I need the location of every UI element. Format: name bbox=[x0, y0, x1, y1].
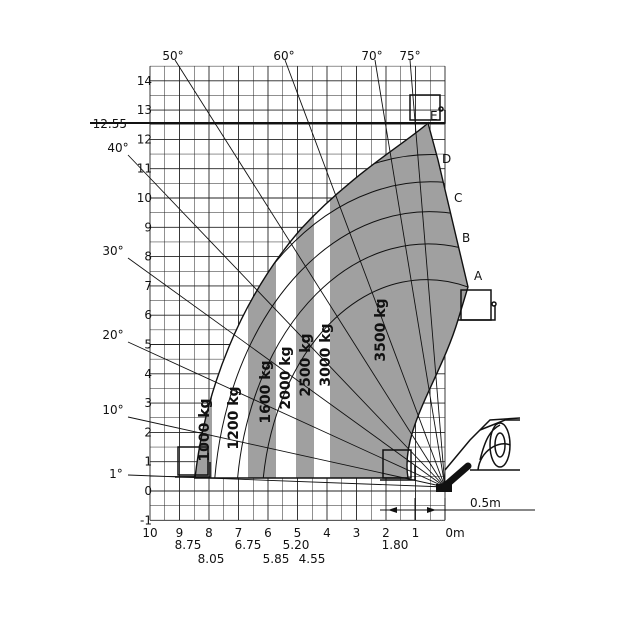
load-zone-label: 1000 kg bbox=[197, 398, 213, 461]
y-tick-label: 1 bbox=[144, 455, 152, 469]
angle-label-left: 30° bbox=[102, 244, 123, 258]
y-tick-label: 2 bbox=[144, 425, 152, 439]
angle-label-top: 60° bbox=[273, 49, 294, 63]
boom-angle-line bbox=[174, 59, 446, 488]
y-tick-label: 10 bbox=[137, 191, 152, 205]
x-sub-label: 1.80 bbox=[382, 538, 409, 552]
vehicle-silhouette bbox=[444, 417, 521, 471]
max-height-label: 12.55 bbox=[93, 117, 127, 131]
y-tick-label: 12 bbox=[137, 132, 152, 146]
y-tick-label: 8 bbox=[144, 250, 152, 264]
load-zone-label: 2000 kg bbox=[278, 346, 294, 409]
x-sub-label: 8.05 bbox=[198, 552, 225, 566]
y-tick-label: 13 bbox=[137, 103, 152, 117]
y-tick-label: 0 bbox=[144, 484, 152, 498]
y-tick-label: 11 bbox=[137, 162, 152, 176]
angle-label-left: 40° bbox=[107, 141, 128, 155]
extension-mark: A bbox=[474, 269, 483, 283]
boom-angle-line bbox=[127, 154, 446, 488]
angle-label-top: 75° bbox=[399, 49, 420, 63]
boom-angle-line bbox=[374, 59, 446, 488]
x-tick-label: 1 bbox=[412, 526, 420, 540]
x-sub-label: 5.20 bbox=[283, 538, 310, 552]
extension-mark: B bbox=[462, 231, 470, 245]
angle-label-top: 50° bbox=[162, 49, 183, 63]
load-zone-label: 1200 kg bbox=[226, 386, 242, 449]
angle-label-left: 10° bbox=[102, 403, 123, 417]
y-tick-label: 9 bbox=[144, 220, 152, 234]
extension-mark: C bbox=[454, 191, 462, 205]
y-tick-label: 3 bbox=[144, 396, 152, 410]
extension-arc bbox=[237, 243, 467, 478]
x-sub-label: 6.75 bbox=[235, 538, 262, 552]
x-tick-label: 2 bbox=[382, 526, 390, 540]
x-tick-label: 8 bbox=[205, 526, 213, 540]
x-tick-label: 3 bbox=[353, 526, 361, 540]
boom-angle-line bbox=[127, 341, 446, 488]
y-tick-label: -1 bbox=[140, 513, 152, 527]
y-tick-label: 7 bbox=[144, 279, 152, 293]
x-axis-labels: 10 9 8 7 6 5 4 3 2 1 0m bbox=[142, 526, 464, 540]
load-zone-label: 2500 kg bbox=[298, 333, 314, 396]
y-tick-label: 4 bbox=[144, 367, 152, 381]
angle-label-top: 70° bbox=[361, 49, 382, 63]
extension-mark: E bbox=[430, 109, 438, 123]
y-tick-label: 14 bbox=[137, 74, 152, 88]
extension-arc bbox=[214, 211, 465, 478]
x-sub-label: 4.55 bbox=[299, 552, 326, 566]
white-stripe bbox=[276, 150, 296, 478]
attachment-icons bbox=[175, 94, 497, 481]
boom-angle-line bbox=[284, 59, 446, 488]
load-zone-label: 1600 kg bbox=[258, 360, 274, 423]
offset-arrow-right bbox=[427, 507, 436, 513]
x-tick-label: 5 bbox=[294, 526, 302, 540]
y-tick-label: 6 bbox=[144, 308, 152, 322]
offset-label: 0.5m bbox=[470, 496, 501, 510]
x-tick-label: 4 bbox=[323, 526, 331, 540]
extension-marks: A B C D E bbox=[430, 109, 483, 283]
boom-angle-line bbox=[127, 257, 446, 488]
load-zone-label: 3000 kg bbox=[318, 323, 334, 386]
boom-pivot-icon bbox=[436, 462, 472, 492]
x-tick-label: 0m bbox=[445, 526, 464, 540]
envelope-outline bbox=[194, 121, 469, 479]
boom-angle-line bbox=[409, 59, 446, 488]
y-tick-label: 5 bbox=[144, 338, 152, 352]
angle-label-left: 1° bbox=[109, 467, 123, 481]
x-tick-label: 9 bbox=[176, 526, 184, 540]
white-stripe bbox=[314, 150, 330, 478]
angle-labels-left: 40° 30° 20° 10° 1° bbox=[102, 141, 128, 481]
load-zone-label: 3500 kg bbox=[373, 298, 389, 361]
boom-angle-line bbox=[127, 416, 446, 488]
x-tick-label: 6 bbox=[264, 526, 272, 540]
x-sub-label: 8.75 bbox=[175, 538, 202, 552]
x-tick-label: 7 bbox=[235, 526, 243, 540]
angle-labels-top: 50° 60° 70° 75° bbox=[162, 49, 420, 63]
offset-arrow-left bbox=[388, 507, 397, 513]
angle-label-left: 20° bbox=[102, 328, 123, 342]
x-tick-label: 10 bbox=[142, 526, 157, 540]
x-axis-sub-labels: 8.758.05 6.755.855.204.55 1.80 bbox=[175, 538, 409, 566]
extension-mark: D bbox=[442, 152, 451, 166]
x-sub-label: 5.85 bbox=[263, 552, 290, 566]
